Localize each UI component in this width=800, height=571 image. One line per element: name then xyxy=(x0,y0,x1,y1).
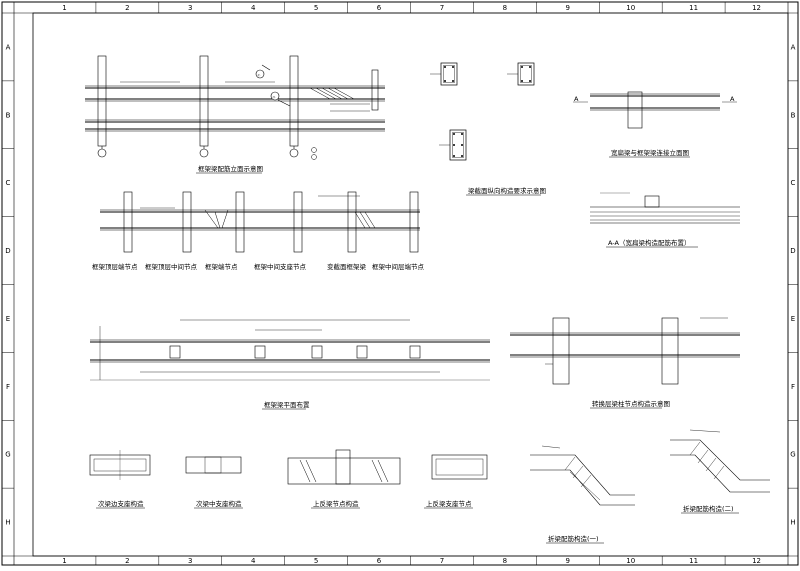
zone-label: H xyxy=(5,519,10,527)
caption-section-detail: 梁截面纵向构造要求示意图 xyxy=(468,186,546,195)
caption-node-top-end: 框架顶层端节点 xyxy=(92,262,138,271)
zone-label: G xyxy=(5,451,10,459)
caption-node-cantilever: 框架中间层端节点 xyxy=(372,262,425,271)
caption-node-variable: 变截面框架梁 xyxy=(327,262,367,271)
section-mark-left: A xyxy=(574,95,579,103)
caption-stair-2: 折梁配筋构造(二) xyxy=(683,504,734,513)
caption-hanging-bar: 上反梁节点构造 xyxy=(313,499,359,508)
stair-fold-detail-1 xyxy=(530,445,635,506)
caption-wide-beam-section: A-A（宽扁梁构造配筋布置） xyxy=(608,238,690,247)
section-details xyxy=(430,62,535,161)
zone-label: 2 xyxy=(125,4,129,12)
zone-label: A xyxy=(791,43,796,51)
rebar-dots xyxy=(444,66,531,157)
transfer-beam-detail xyxy=(510,317,740,385)
wide-beam-section xyxy=(590,192,740,224)
zone-label: F xyxy=(6,383,10,391)
zone-label: 10 xyxy=(626,557,635,565)
stair-fold-detail-2 xyxy=(670,429,770,493)
hanging-bar-detail xyxy=(287,449,401,485)
caption-wide-beam-elev: 宽扁梁与框架梁连接立面图 xyxy=(611,148,689,157)
zone-label: 5 xyxy=(314,557,318,565)
zone-label: 8 xyxy=(503,557,507,565)
caption-secondary-end: 次梁边支座构造 xyxy=(98,499,144,508)
zone-label: E xyxy=(6,315,10,323)
zone-label: 9 xyxy=(566,557,570,565)
caption-transfer-beam: 转换层梁柱节点构造示意图 xyxy=(592,399,670,408)
zone-label: 5 xyxy=(314,4,318,12)
zone-label: G xyxy=(790,451,795,459)
caption-secondary-mid: 次梁中支座构造 xyxy=(196,499,242,508)
zone-label: 6 xyxy=(377,557,382,565)
caption-stair-1: 折梁配筋构造(一) xyxy=(548,534,599,543)
row-labels-left: A B C D E F G H xyxy=(2,43,14,527)
zone-label: 8 xyxy=(503,4,507,12)
zone-label: 7 xyxy=(440,557,444,565)
zone-label: 11 xyxy=(689,4,698,12)
zone-label: 6 xyxy=(377,4,382,12)
zone-label: 12 xyxy=(752,4,761,12)
caption-continuous-beam: 框架梁平面布置 xyxy=(264,400,310,409)
zone-label: F xyxy=(791,383,795,391)
caption-frame-elevation: 框架梁配筋立面示意图 xyxy=(198,164,263,173)
zone-label: 10 xyxy=(626,4,635,12)
zone-label: A xyxy=(6,43,11,51)
node-detail-beam xyxy=(100,191,420,253)
zone-label: B xyxy=(6,111,11,119)
caption-node-mid: 框架中间支座节点 xyxy=(254,262,307,271)
caption-node-end: 框架端节点 xyxy=(205,262,238,271)
zone-label: 9 xyxy=(566,4,570,12)
section-mark-right: A xyxy=(730,95,735,103)
caption-upturned-end: 上反梁支座节点 xyxy=(426,499,472,508)
zone-label: 2 xyxy=(125,557,129,565)
caption-node-top-mid: 框架顶层中间节点 xyxy=(145,262,198,271)
zone-label: 4 xyxy=(251,4,256,12)
inner-border xyxy=(32,12,789,557)
callout-bubble xyxy=(270,91,280,101)
wide-beam-elevation xyxy=(573,91,737,129)
zone-label: E xyxy=(791,315,795,323)
frame-elevation-detail xyxy=(85,55,385,150)
zone-label: C xyxy=(6,179,11,187)
axis-bubble xyxy=(289,148,299,158)
zone-label: 4 xyxy=(251,557,256,565)
axis-bubble xyxy=(199,148,209,158)
callout-mark-1: ① xyxy=(258,74,261,78)
zone-label: D xyxy=(790,247,795,255)
zone-label: B xyxy=(791,111,796,119)
zone-label: C xyxy=(791,179,796,187)
continuous-beam-detail xyxy=(90,319,490,381)
secondary-end-detail xyxy=(89,450,151,480)
row-labels-right: A B C D E F G H xyxy=(788,43,798,527)
zone-label: 3 xyxy=(188,4,192,12)
callout-mark-2: ② xyxy=(273,96,276,100)
axis-bubble xyxy=(97,148,107,158)
zone-label: 11 xyxy=(689,557,698,565)
zone-label: D xyxy=(5,247,10,255)
zone-label: 12 xyxy=(752,557,761,565)
zone-label: 1 xyxy=(62,557,66,565)
zone-label: 1 xyxy=(62,4,66,12)
zone-label: 7 xyxy=(440,4,444,12)
zone-label: H xyxy=(790,519,795,527)
zone-label: 3 xyxy=(188,557,192,565)
callout-bubble xyxy=(255,69,265,79)
upturned-beam-detail xyxy=(431,454,488,480)
secondary-mid-detail xyxy=(185,456,242,474)
